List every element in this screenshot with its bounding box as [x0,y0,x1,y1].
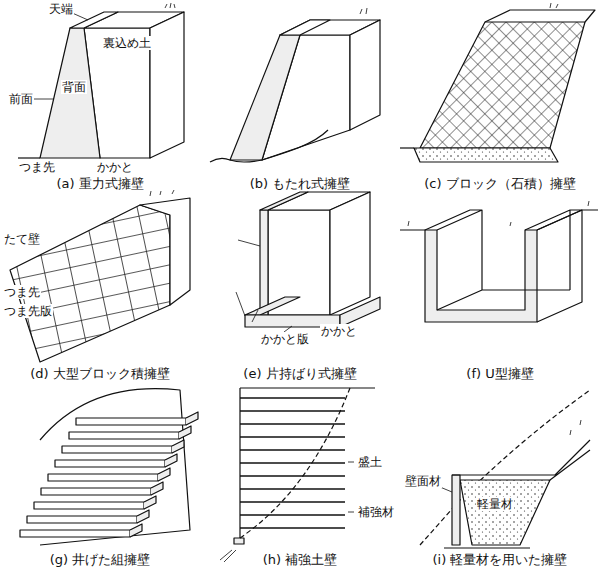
part-label: つま先 [3,285,41,299]
figure-caption: (c) ブロック（石積）擁壁 [423,176,576,191]
crib-beam-end [186,412,198,425]
crib-beam [48,474,158,481]
figure-caption: (i) 軽量材を用いた擁壁 [432,552,569,567]
reinforcing-strip [240,423,345,425]
crib-beam [69,432,179,439]
part-label: 前面 [8,92,34,106]
block-masonry-wall [400,3,595,162]
crib-beam [41,488,151,495]
reinforcing-strip [240,475,345,477]
reinforcing-strip [240,488,345,490]
reinforcing-strip [240,527,345,529]
part-label: 補強材 [357,505,395,519]
crib-beam-end [151,482,163,495]
u-type-wall [400,201,598,322]
reinforced-earth-wall [220,388,375,562]
reinforcing-strip [240,462,345,464]
reinforcing-strip [240,514,345,516]
crib-beam [34,502,144,509]
part-label: 裏込め土 [102,36,152,50]
gravity-wall [18,3,184,158]
crib-beam-end [179,426,191,439]
part-label: 背面 [61,80,87,94]
reinforcing-strip [240,501,345,503]
part-label: かかと版 [260,332,310,346]
figure-caption: (f) U型擁壁 [465,366,534,381]
crib-beam [27,516,137,523]
part-label: かかと [96,160,134,174]
crib-beam-end [158,468,170,481]
figure-caption: (d) 大型ブロック積擁壁 [29,366,171,381]
part-label: つま先 [18,160,56,174]
crib-beam [62,446,172,453]
part-label: 天端 [48,2,74,16]
crib-beam [20,530,130,537]
leaning-wall [210,8,380,162]
reinforcing-strip [240,397,345,399]
reinforcing-strip [240,436,345,438]
lightweight-fill-wall [420,390,590,548]
large-block-wall [10,190,190,362]
reinforcing-strip [240,410,345,412]
figure-caption: (e) 片持ばり式擁壁 [242,366,357,381]
crib-beam [76,418,186,425]
crib-beam-end [144,496,156,509]
part-label: たて壁 [3,232,41,246]
cantilever-wall [236,192,380,332]
figure-caption: (g) 井げた組擁壁 [49,552,152,567]
part-label: つま先版 [3,304,53,318]
figure-caption: (b) もたれ式擁壁 [249,176,352,191]
crib-beam-end [172,440,184,453]
reinforcing-strip [240,449,345,451]
part-label: かかと [320,324,358,338]
crib-beam-end [165,454,177,467]
part-label: 盛土 [357,455,383,469]
crib-beam-end [130,524,142,537]
part-label: 壁面材 [404,474,442,488]
crib-beam [55,460,165,467]
part-label: 軽量材 [476,497,514,511]
figure-caption: (a) 重力式擁壁 [55,176,144,191]
figure-caption: (h) 補強土壁 [262,552,339,567]
crib-beam-end [137,510,149,523]
crib-wall [20,389,198,545]
